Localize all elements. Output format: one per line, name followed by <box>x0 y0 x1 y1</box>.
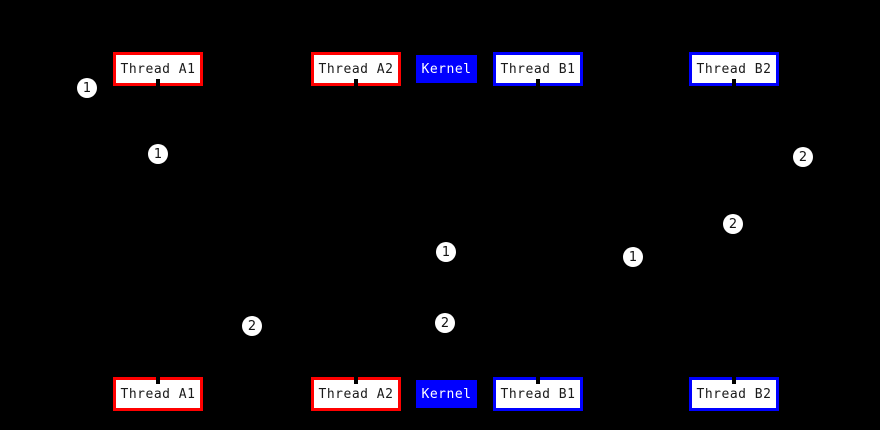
step-marker: 1 <box>148 144 168 164</box>
step-marker: 1 <box>77 78 97 98</box>
lifeline-thread-a2 <box>354 79 358 384</box>
step-marker: 2 <box>723 214 743 234</box>
step-marker: 1 <box>436 242 456 262</box>
step-marker: 2 <box>435 313 455 333</box>
step-marker: 2 <box>793 147 813 167</box>
lifeline-thread-a1 <box>156 79 160 384</box>
step-marker: 2 <box>242 316 262 336</box>
lifeline-thread-b1 <box>536 79 540 384</box>
entity-box-kernel-top: Kernel <box>416 55 477 83</box>
entity-box-kernel-bottom: Kernel <box>416 380 477 408</box>
entity-box-thread-b1-top: Thread B1 <box>493 52 583 86</box>
entity-box-thread-a1-bottom: Thread A1 <box>113 377 203 411</box>
step-marker: 1 <box>623 247 643 267</box>
